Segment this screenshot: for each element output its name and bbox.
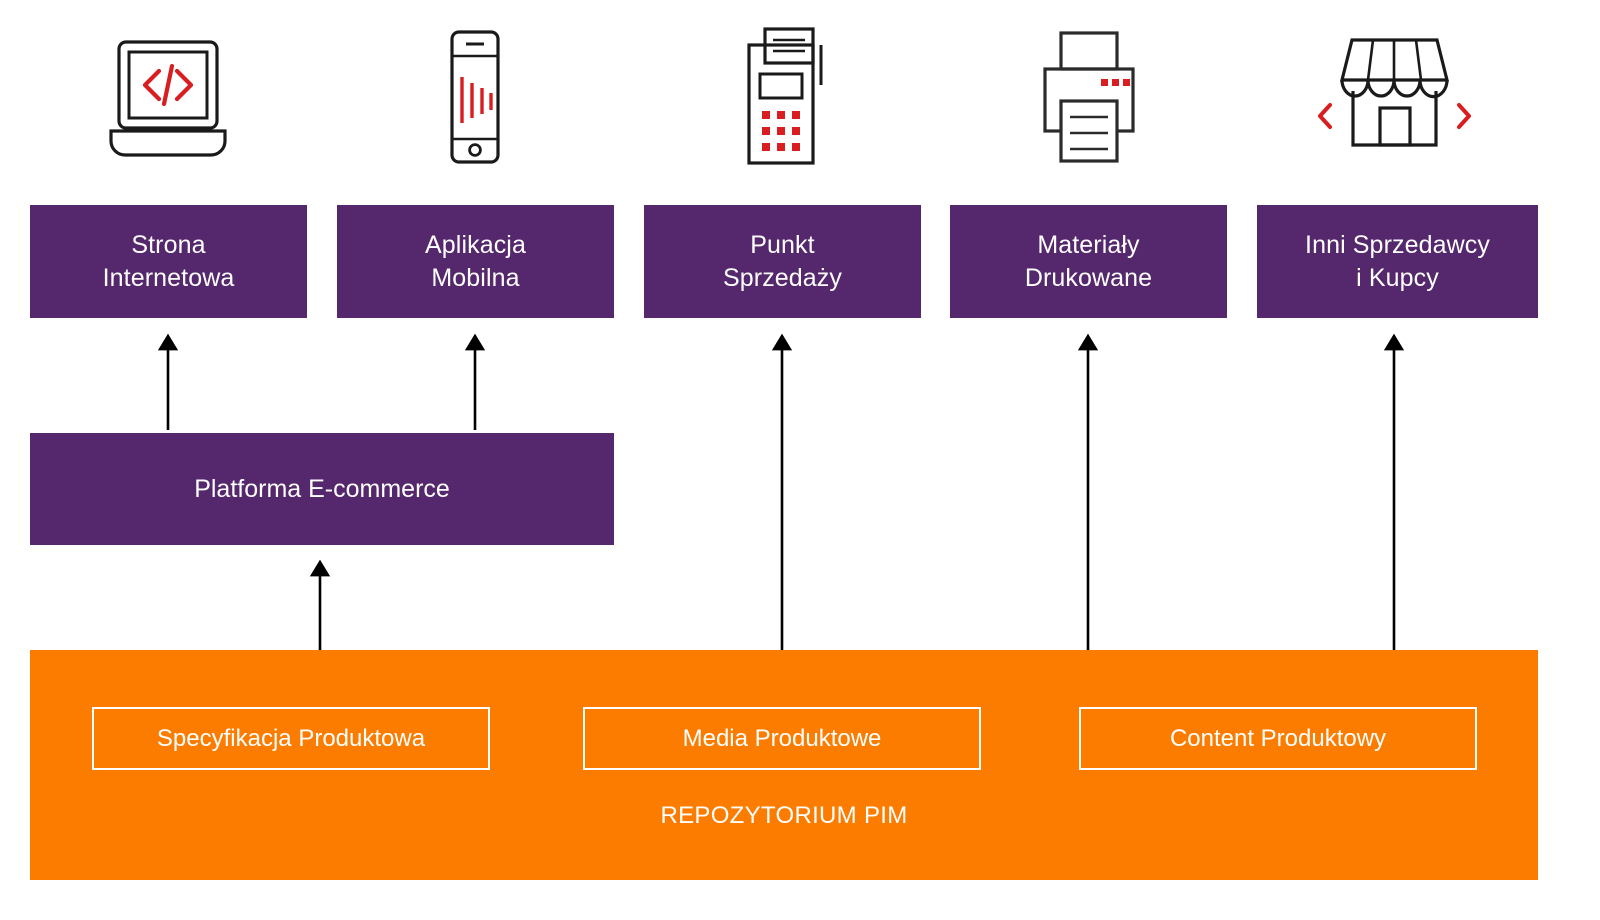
channel-label-line2: i Kupcy <box>1356 263 1439 292</box>
channel-label-printed-materials: Materiały Drukowane <box>1025 229 1152 295</box>
channel-label-line1: Inni Sprzedawcy <box>1305 230 1490 259</box>
printer-icon <box>1043 30 1135 163</box>
channel-label-line1: Strona <box>131 230 206 259</box>
icon-slot-other-sellers <box>1299 22 1489 172</box>
icon-slot-website <box>73 22 263 172</box>
pim-block-product-media[interactable]: Media Produktowe <box>583 707 981 770</box>
channel-label-line2: Mobilna <box>431 263 520 292</box>
platform-label: Platforma E-commerce <box>194 474 450 503</box>
pim-repository-block: Specyfikacja Produktowa Media Produktowe… <box>30 650 1538 880</box>
channel-label-line1: Punkt <box>750 230 815 259</box>
channel-label-line2: Sprzedaży <box>722 263 842 292</box>
pim-block-label: Specyfikacja Produktowa <box>156 724 426 752</box>
channel-box-mobile-app[interactable]: Aplikacja Mobilna <box>337 205 614 318</box>
laptop-code-icon <box>109 40 227 157</box>
channel-box-other-sellers[interactable]: Inni Sprzedawcy i Kupcy <box>1257 205 1538 318</box>
platform-ecommerce-box[interactable]: Platforma E-commerce <box>30 433 614 545</box>
channel-label-other-sellers: Inni Sprzedawcy i Kupcy <box>1305 229 1490 295</box>
channel-label-line1: Materiały <box>1037 230 1140 259</box>
channel-label-line1: Aplikacja <box>425 230 526 259</box>
pim-block-label: Content Produktowy <box>1169 724 1387 752</box>
channel-box-point-of-sale[interactable]: Punkt Sprzedaży <box>644 205 921 318</box>
pim-block-product-content[interactable]: Content Produktowy <box>1079 707 1477 770</box>
channel-box-website[interactable]: Strona Internetowa <box>30 205 307 318</box>
channel-label-line2: Internetowa <box>102 263 235 292</box>
icon-slot-printed-materials <box>993 22 1183 172</box>
icon-slot-mobile-app <box>380 22 570 172</box>
pim-block-label: Media Produktowe <box>682 724 882 752</box>
pos-terminal-icon <box>747 27 823 165</box>
channel-label-line2: Drukowane <box>1024 263 1153 292</box>
pim-block-product-specification[interactable]: Specyfikacja Produktowa <box>92 707 490 770</box>
pim-repository-caption: REPOZYTORIUM PIM <box>660 802 908 829</box>
channel-box-printed-materials[interactable]: Materiały Drukowane <box>950 205 1227 318</box>
mobile-phone-icon <box>450 30 500 164</box>
channel-label-website: Strona Internetowa <box>103 229 235 295</box>
icon-slot-point-of-sale <box>687 22 877 172</box>
channel-label-point-of-sale: Punkt Sprzedaży <box>723 229 842 295</box>
storefront-icon <box>1317 38 1471 147</box>
channel-label-mobile-app: Aplikacja Mobilna <box>425 229 526 295</box>
